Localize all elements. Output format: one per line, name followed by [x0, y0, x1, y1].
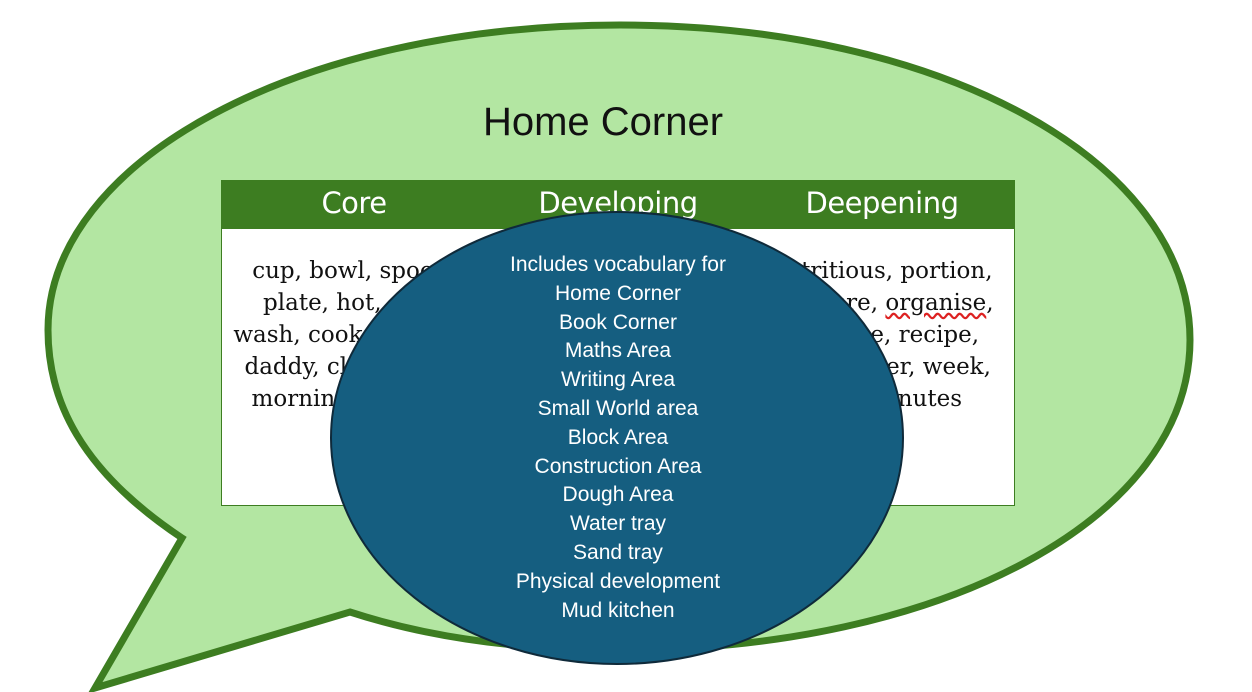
list-item: Maths Area — [564, 339, 672, 363]
list-item: Block Area — [567, 425, 669, 449]
spellcheck-flagged-word: organise — [885, 290, 987, 316]
list-item: Dough Area — [562, 483, 674, 507]
list-item: Sand tray — [573, 540, 663, 564]
list-item: Book Corner — [559, 310, 677, 334]
list-item: Mud kitchen — [561, 598, 675, 622]
list-item: Physical development — [515, 569, 721, 593]
list-item: Writing Area — [561, 368, 675, 392]
overlay-ellipse-shape — [330, 211, 904, 665]
list-item: Water tray — [569, 512, 667, 536]
areas-intro: Includes vocabulary for — [510, 253, 726, 276]
page-title: Home Corner — [482, 100, 724, 144]
header-deepening: Deepening — [805, 186, 960, 220]
list-item: Home Corner — [554, 281, 682, 305]
list-item: Small World area — [537, 396, 699, 420]
header-core: Core — [321, 186, 387, 220]
areas-list: Includes vocabulary for Home Corner Book… — [478, 251, 758, 625]
list-item: Construction Area — [534, 454, 702, 478]
